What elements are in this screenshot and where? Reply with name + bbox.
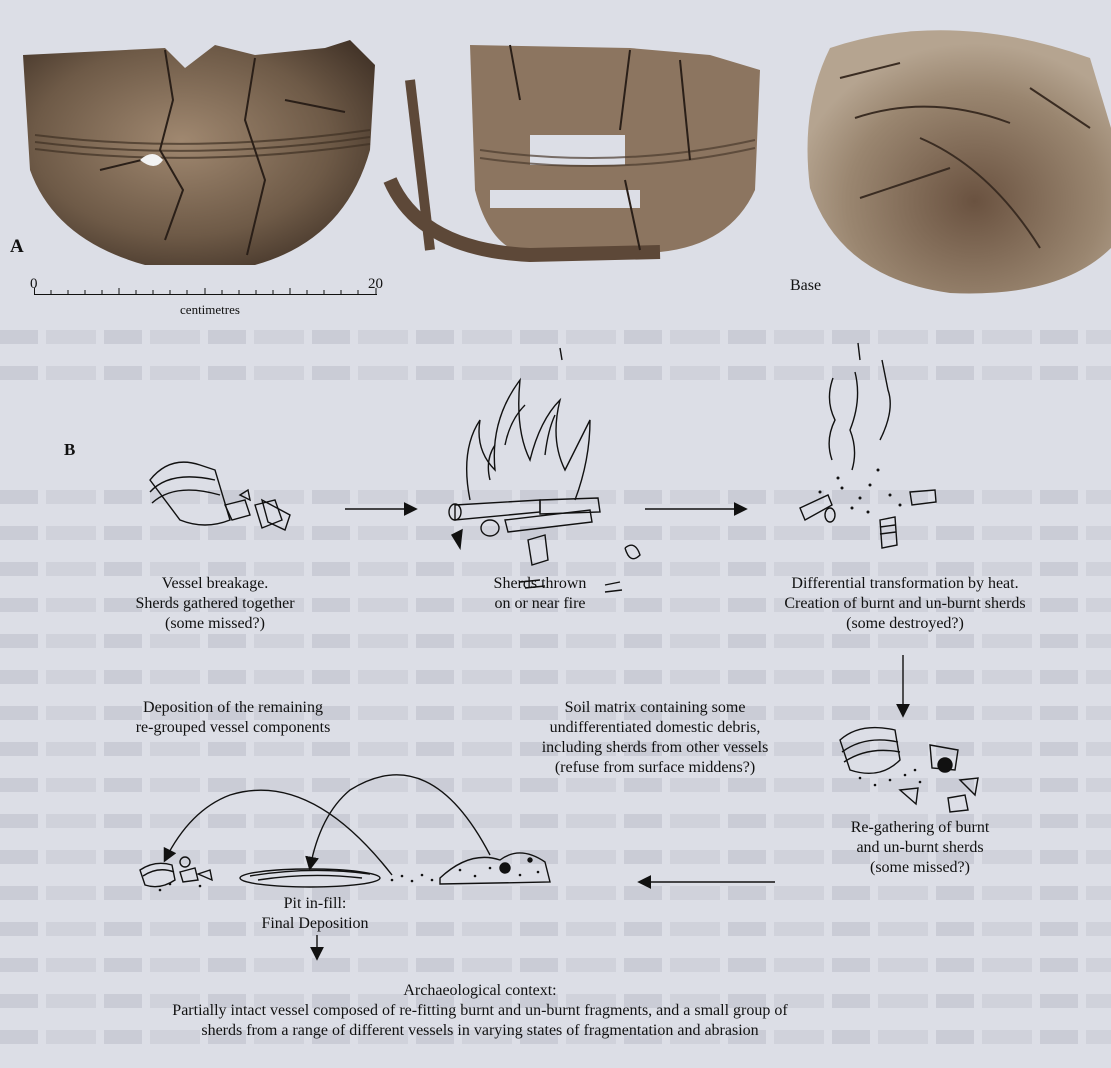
soil-matrix-sketch: [440, 853, 550, 884]
caption-regather: Re-gathering of burnt and un-burnt sherd…: [820, 818, 1020, 878]
caption-heat: Differential transformation by heat. Cre…: [715, 574, 1095, 634]
heat-transformation-sketch: [800, 343, 936, 548]
caption-fire: Sherds thrown on or near fire: [440, 574, 640, 614]
fire-sketch: [449, 348, 640, 592]
caption-breakage: Vessel breakage. Sherds gathered togethe…: [115, 574, 315, 634]
remaining-sherds-sketch: [140, 857, 212, 887]
caption-pit: Pit in-fill: Final Deposition: [220, 894, 410, 934]
caption-context: Archaeological context: Partially intact…: [50, 981, 910, 1041]
regathered-sherds-sketch: [840, 728, 978, 812]
breakage-sherds-sketch: [150, 462, 290, 530]
caption-deposition: Deposition of the remaining re-grouped v…: [108, 698, 358, 738]
caption-soil: Soil matrix containing some undifferenti…: [495, 698, 815, 778]
